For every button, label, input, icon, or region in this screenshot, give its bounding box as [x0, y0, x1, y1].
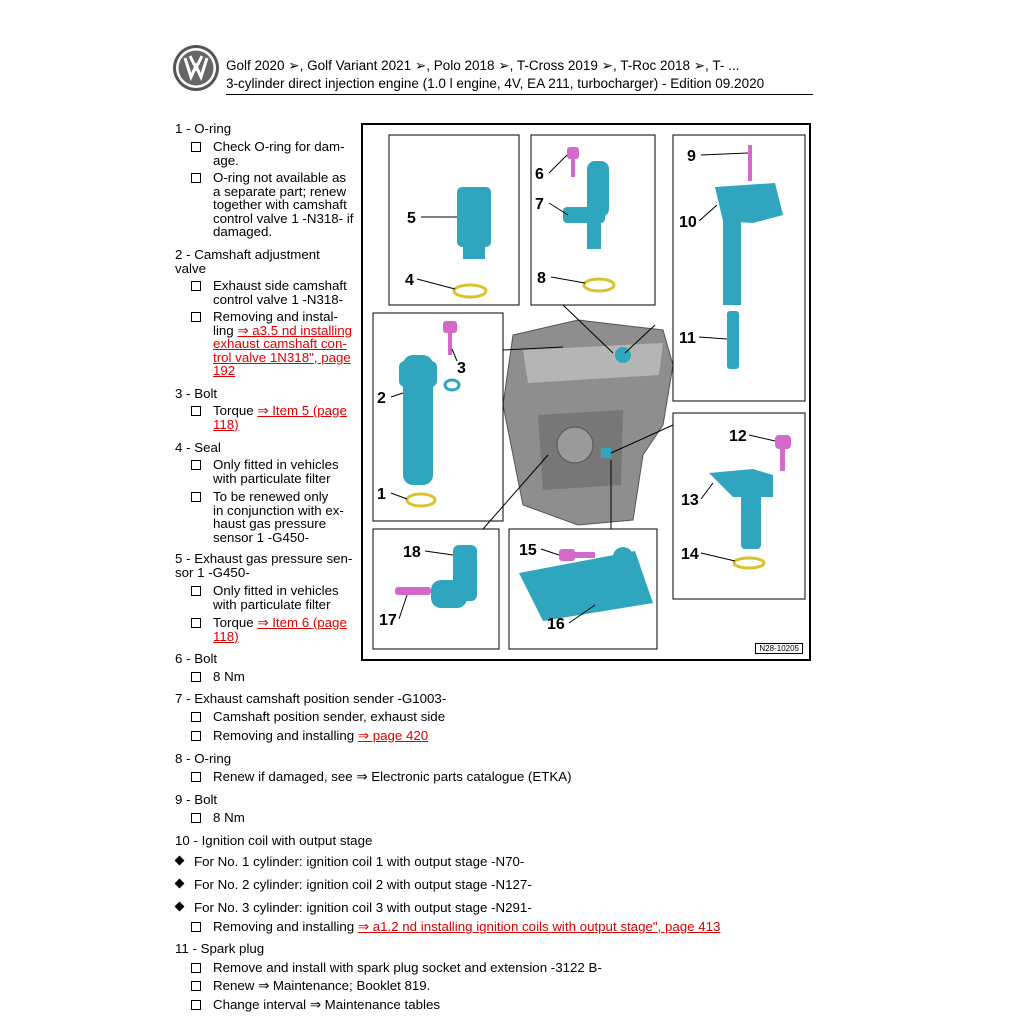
- callout-18: 18: [403, 544, 421, 561]
- link-valve-page-192[interactable]: ⇒ a3.5 nd installing: [237, 322, 353, 338]
- item-11-bullet-2: Renew ⇒ Maintenance; Booklet 819.: [213, 978, 431, 993]
- checkbox-icon: [191, 406, 201, 416]
- item-5-bullet-2: Torque ⇒ Item 6 (page 118): [213, 615, 347, 644]
- callout-16: 16: [547, 616, 565, 633]
- checkbox-icon: [191, 672, 201, 682]
- header-engine: 3-cylinder direct injection engine (1.0 …: [226, 76, 765, 91]
- checkbox-icon: [191, 492, 201, 502]
- item-7-title: 7 - Exhaust camshaft position sender -G1…: [175, 691, 447, 706]
- header-models: Golf 2020 ➢, Golf Variant 2021 ➢, Polo 2…: [226, 58, 740, 73]
- checkbox-icon: [191, 772, 201, 782]
- item-8-title: 8 - O-ring: [175, 751, 232, 766]
- link-ignition-coils-page-413[interactable]: ⇒ a1.2 nd installing ignition coils with…: [357, 919, 721, 934]
- link-item-6-page-118[interactable]: ⇒ Item 6 (page: [257, 615, 347, 630]
- parts-illustration: 5 4 6 7 8 9 10 11 2 3 1 12 13 14 18 17 1…: [372, 134, 806, 650]
- checkbox-icon: [191, 312, 201, 322]
- callout-12: 12: [729, 428, 747, 445]
- callout-7: 7: [535, 196, 544, 213]
- checkbox-icon: [191, 586, 201, 596]
- callout-9: 9: [687, 148, 696, 165]
- callout-6: 6: [535, 166, 544, 183]
- callout-10: 10: [679, 214, 697, 231]
- diamond-bullet-icon: [174, 855, 185, 866]
- diamond-bullet-icon: [174, 878, 185, 889]
- item-10-point-1: For No. 1 cylinder: ignition coil 1 with…: [194, 854, 525, 869]
- figure-reference: N28-10205: [755, 643, 803, 654]
- checkbox-icon: [191, 712, 201, 722]
- link-valve-page-192[interactable]: 192: [213, 363, 236, 378]
- item-1-title: 1 - O-ring: [175, 121, 232, 136]
- item-10-bullet-1: Removing and installing ⇒ a1.2 nd instal…: [213, 919, 721, 934]
- callout-13: 13: [681, 492, 699, 509]
- callout-1: 1: [377, 486, 386, 503]
- checkbox-icon: [191, 963, 201, 973]
- item-8-bullet-1: Renew if damaged, see ⇒ Electronic parts…: [213, 769, 572, 784]
- item-10-point-2: For No. 2 cylinder: ignition coil 2 with…: [194, 877, 532, 892]
- item-7-bullet-1: Camshaft position sender, exhaust side: [213, 709, 446, 724]
- checkbox-icon: [191, 813, 201, 823]
- checkbox-icon: [191, 460, 201, 470]
- exploded-parts-diagram: 5 4 6 7 8 9 10 11 2 3 1 12 13 14 18 17 1…: [361, 123, 811, 661]
- link-valve-page-192[interactable]: trol valve 1N318", page: [213, 349, 351, 365]
- link-item-5-page-118[interactable]: ⇒ Item 5 (page: [257, 403, 347, 418]
- item-2-bullet-2: Removing and instal- ling ⇒ a3.5 nd inst…: [213, 309, 353, 378]
- callout-11: 11: [679, 330, 696, 347]
- checkbox-icon: [191, 922, 201, 932]
- callout-15: 15: [519, 542, 537, 559]
- link-item-5-page-118[interactable]: 118): [213, 416, 239, 432]
- item-10-title: 10 - Ignition coil with output stage: [175, 833, 373, 848]
- callout-14: 14: [681, 546, 699, 563]
- callout-3: 3: [457, 360, 466, 377]
- page-header: Golf 2020 ➢, Golf Variant 2021 ➢, Polo 2…: [172, 44, 813, 96]
- item-7-bullet-2: Removing and installing ⇒ page 420: [213, 728, 429, 743]
- checkbox-icon: [191, 981, 201, 991]
- link-page-420[interactable]: ⇒ page 420: [357, 728, 429, 743]
- item-6-bullet-1: 8 Nm: [213, 669, 245, 684]
- item-3-bullet-1: Torque ⇒ Item 5 (page 118): [213, 403, 347, 432]
- item-11-bullet-1: Remove and install with spark plug socke…: [213, 960, 602, 975]
- checkbox-icon: [191, 618, 201, 628]
- header-rule: [226, 94, 813, 95]
- item-6-title: 6 - Bolt: [175, 651, 218, 666]
- checkbox-icon: [191, 1000, 201, 1010]
- vw-logo-icon: [173, 45, 219, 91]
- callout-17: 17: [379, 612, 397, 629]
- checkbox-icon: [191, 173, 201, 183]
- item-10-point-3: For No. 3 cylinder: ignition coil 3 with…: [194, 900, 532, 915]
- item-9-title: 9 - Bolt: [175, 792, 218, 807]
- engine-block-illustration: [502, 319, 674, 526]
- checkbox-icon: [191, 731, 201, 741]
- item-3-title: 3 - Bolt: [175, 386, 218, 401]
- callout-2: 2: [377, 390, 386, 407]
- item-11-bullet-3: Change interval ⇒ Maintenance tables: [213, 997, 440, 1012]
- link-valve-page-192[interactable]: exhaust camshaft con-: [213, 336, 347, 351]
- item-5-title: 5 - Exhaust gas pressure sen-sor 1 -G450…: [175, 551, 353, 580]
- checkbox-icon: [191, 142, 201, 152]
- callout-4: 4: [405, 272, 414, 289]
- checkbox-icon: [191, 281, 201, 291]
- item-9-bullet-1: 8 Nm: [213, 810, 245, 825]
- item-1-bullet-1: Check O-ring for dam-age.: [213, 139, 345, 168]
- callout-8: 8: [537, 270, 546, 287]
- callout-5: 5: [407, 210, 416, 227]
- item-11-title: 11 - Spark plug: [175, 941, 265, 956]
- item-4-title: 4 - Seal: [175, 440, 221, 455]
- diamond-bullet-icon: [174, 901, 185, 912]
- link-item-6-page-118[interactable]: 118): [213, 628, 239, 644]
